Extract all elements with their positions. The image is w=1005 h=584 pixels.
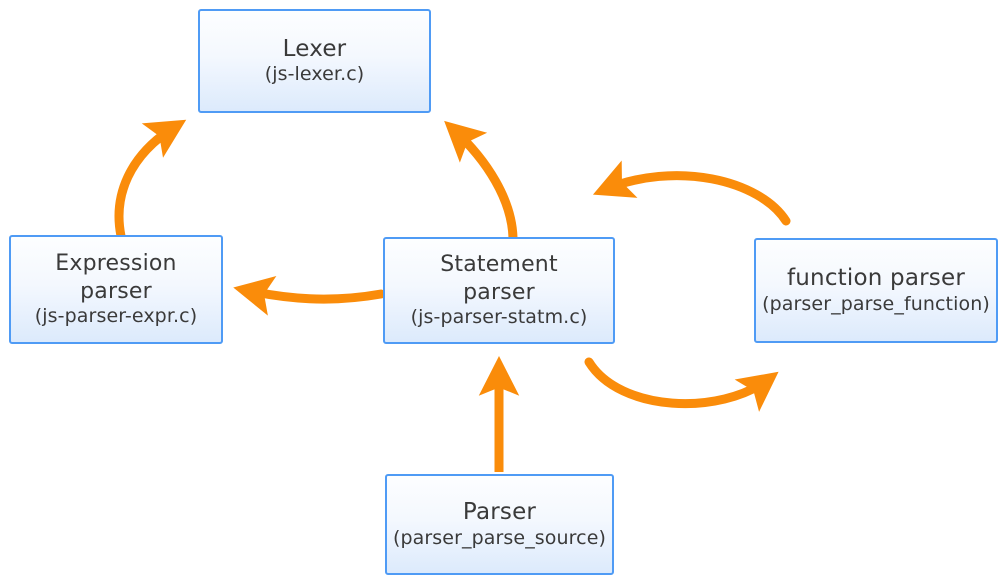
node-statement-parser-title-line2: parser [463,279,535,305]
node-expression-parser[interactable]: Expression parser (js-parser-expr.c) [9,235,223,344]
node-function-parser-subtitle: (parser_parse_function) [762,292,990,315]
node-statement-parser-subtitle: (js-parser-statm.c) [410,305,588,328]
edge-expression-to-lexer [114,119,187,241]
node-expression-parser-subtitle: (js-parser-expr.c) [34,304,198,327]
node-function-parser-title: function parser [786,265,965,292]
edge-statement-to-function [584,357,779,412]
edge-statement-to-lexer [444,120,518,243]
node-expression-parser-title-line1: Expression [55,251,177,277]
node-statement-parser-title-line1: Statement [440,252,558,278]
node-lexer-subtitle: (js-lexer.c) [264,63,365,86]
node-statement-parser[interactable]: Statement parser (js-parser-statm.c) [383,237,615,344]
edge-function-to-statement [592,160,791,226]
node-lexer[interactable]: Lexer (js-lexer.c) [198,9,431,113]
node-function-parser[interactable]: function parser (parser_parse_function) [754,238,998,343]
node-parser-subtitle: (parser_parse_source) [392,526,607,549]
node-parser[interactable]: Parser (parser_parse_source) [385,474,614,575]
node-parser-title: Parser [462,499,537,526]
node-lexer-title: Lexer [282,35,347,62]
node-expression-parser-title-line2: parser [80,278,152,304]
edge-statement-to-expression [233,276,386,316]
